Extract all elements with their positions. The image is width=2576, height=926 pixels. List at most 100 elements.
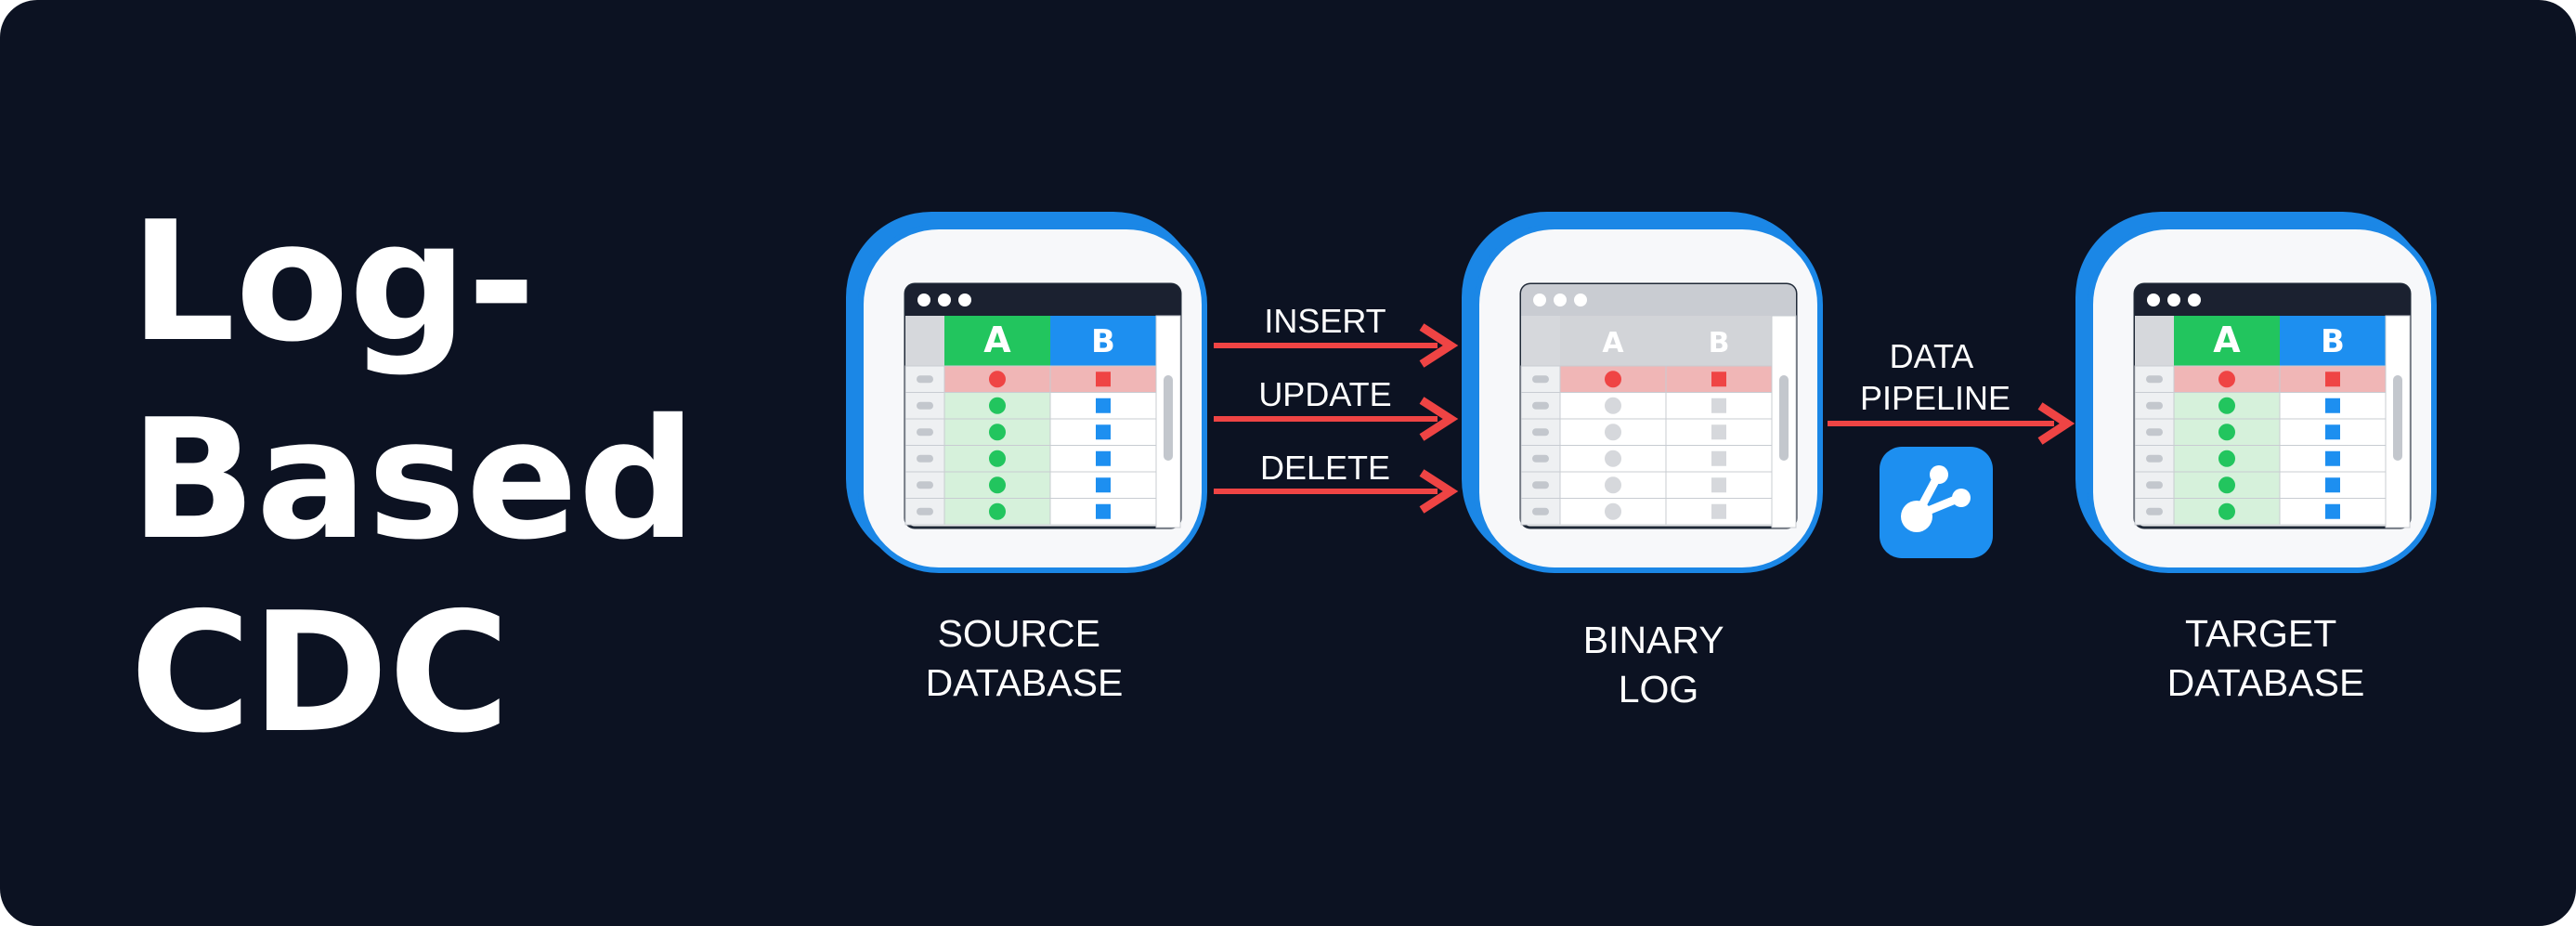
row-handle-icon: [1532, 428, 1549, 437]
target-database-label: TARGET DATABASE: [2167, 612, 2365, 704]
pipeline-label-line-1: DATA: [1890, 337, 1974, 375]
log-label-line-1: BINARY: [1583, 619, 1724, 661]
cell-b-marker: [1711, 477, 1726, 493]
column-b-header: [1050, 316, 1156, 366]
binary-log-label: BINARY LOG: [1583, 619, 1735, 711]
cell-a-marker: [1605, 424, 1621, 441]
cell-a-marker: [989, 371, 1006, 388]
row-handle-icon: [917, 481, 933, 489]
column-b-header: [1666, 316, 1772, 366]
cell-a-marker: [2218, 424, 2235, 441]
cell-b-marker: [1711, 450, 1726, 466]
row-header-corner: [905, 316, 944, 366]
row-handle-icon: [2146, 375, 2163, 384]
row-number-cell: [904, 498, 945, 526]
row-handle-icon: [917, 507, 933, 515]
scrollbar-thumb: [2393, 375, 2402, 461]
cell-b-marker: [2325, 398, 2340, 413]
row-handle-icon: [2146, 481, 2163, 489]
window-dot-icon: [2188, 293, 2201, 306]
row-handle-icon: [917, 428, 933, 437]
cell-b-marker: [1096, 372, 1111, 387]
column-b-header: [2280, 316, 2386, 366]
window-title-bar-base: [905, 306, 1180, 316]
title-line-3: CDC: [130, 577, 510, 769]
pipeline-label-line-2: PIPELINE: [1860, 379, 2010, 417]
update-label: UPDATE: [1258, 375, 1391, 413]
cell-a-marker: [2218, 450, 2235, 467]
column-a-header: [2174, 316, 2280, 366]
cell-a-marker: [1605, 502, 1621, 520]
column-a-letter: A: [2213, 320, 2241, 360]
pipeline-label: DATA PIPELINE: [1860, 337, 2010, 417]
delete-arrow: [1214, 469, 1459, 514]
window-dot-icon: [958, 293, 971, 306]
insert-label: INSERT: [1264, 302, 1386, 340]
scrollbar-thumb: [1779, 375, 1789, 461]
row-handle-icon: [1532, 481, 1549, 489]
row-handle-icon: [2146, 428, 2163, 437]
cell-a-marker: [989, 502, 1006, 520]
scrollbar-track: [1771, 315, 1797, 528]
delete-label: DELETE: [1260, 449, 1390, 487]
cell-b-marker: [1096, 398, 1111, 413]
title: Log- Based CDC: [130, 186, 754, 769]
source-database-label: SOURCE DATABASE: [926, 612, 1124, 704]
cell-a-marker: [989, 450, 1006, 467]
log-label-line-2: LOG: [1619, 668, 1699, 711]
source-label-line-2: DATABASE: [926, 661, 1124, 704]
title-line-1: Log-: [130, 186, 536, 378]
window-dot-icon: [917, 293, 930, 306]
cell-b-marker: [1711, 503, 1726, 519]
cell-a-marker: [2218, 502, 2235, 520]
cell-a: [943, 365, 1051, 393]
cell-a: [2173, 445, 2281, 473]
cell-a-marker: [1605, 397, 1621, 414]
window-dot-icon: [2167, 293, 2180, 306]
cell-b-marker: [1096, 503, 1111, 519]
title-line-2: Based: [130, 384, 696, 576]
row-number-cell: [2134, 365, 2175, 393]
cell-a-marker: [2218, 476, 2235, 494]
column-b-letter: B: [2321, 323, 2345, 360]
update-arrow: [1214, 397, 1459, 441]
cell-a-marker: [989, 397, 1006, 414]
scrollbar-track: [1155, 315, 1181, 528]
row-handle-icon: [1532, 454, 1549, 463]
row-header-corner: [1521, 316, 1560, 366]
scrollbar-thumb: [1164, 375, 1173, 461]
window-dot-icon: [1533, 293, 1546, 306]
cell-b-marker: [1096, 450, 1111, 466]
column-a-header: [944, 316, 1050, 366]
cell-a-marker: [1605, 450, 1621, 467]
cell-b-marker: [1096, 424, 1111, 440]
cell-b-marker: [2325, 424, 2340, 440]
cell-b-marker: [1096, 477, 1111, 493]
column-b-letter: B: [1091, 323, 1115, 360]
cell-b-marker: [1711, 424, 1726, 440]
target-label-line-1: TARGET: [2185, 612, 2336, 655]
row-handle-icon: [917, 375, 933, 384]
row-handle-icon: [1532, 507, 1549, 515]
column-b-letter: B: [1709, 327, 1730, 359]
cell-a-marker: [989, 424, 1006, 441]
row-handle-icon: [917, 454, 933, 463]
row-handle-icon: [2146, 401, 2163, 410]
cell-b-marker: [2325, 450, 2340, 466]
row-handle-icon: [1532, 401, 1549, 410]
window-title-bar-base: [2135, 306, 2410, 316]
cell-a: [943, 418, 1051, 446]
cell-a-marker: [2218, 371, 2235, 388]
cell-a-marker: [2218, 397, 2235, 414]
cell-b-marker: [1711, 372, 1726, 387]
cell-b-marker: [2325, 477, 2340, 493]
column-a-letter: A: [983, 320, 1011, 360]
window-dot-icon: [1554, 293, 1567, 306]
row-handle-icon: [2146, 507, 2163, 515]
cell-b-marker: [1711, 398, 1726, 413]
window-title-bar-base: [1521, 306, 1796, 316]
